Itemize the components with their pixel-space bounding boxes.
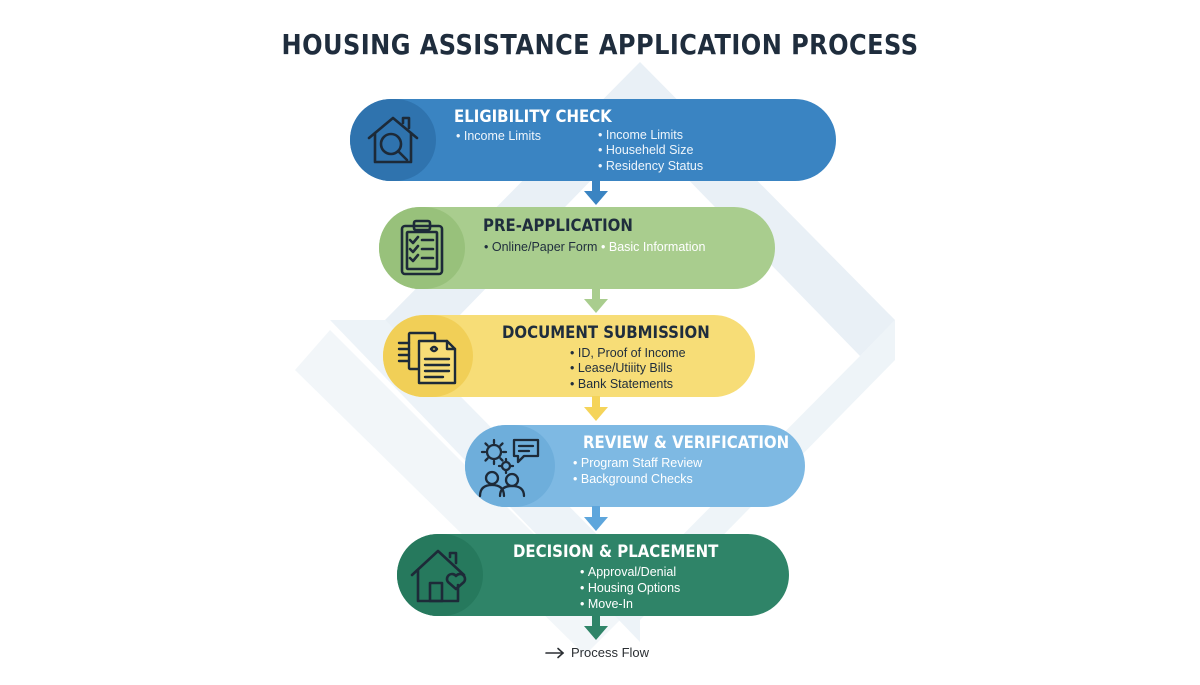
step-review-verification: REVIEW & VERIFICATION Program Staff Revi… — [465, 425, 805, 507]
page-title: HOUSING ASSISTANCE APPLICATION PROCESS — [281, 28, 919, 61]
bullet-item: Househeld Size — [598, 143, 694, 157]
bullet-item: Program Staff Review — [573, 456, 702, 470]
house-heart-icon — [410, 549, 467, 603]
step-title: PRE-APPLICATION — [483, 216, 633, 236]
step-icon-circle — [383, 315, 473, 397]
bullet-item: Bank Statements — [570, 377, 673, 391]
process-flow-legend: Process Flow — [545, 645, 649, 660]
step-pre-application: PRE-APPLICATION Online/Paper Form Basic … — [379, 207, 775, 289]
bullet-item: Housing Options — [580, 581, 680, 595]
step-icon-circle — [465, 425, 555, 507]
bullet-item: Income Limits — [456, 129, 541, 143]
step-icon-circle — [350, 99, 436, 181]
legend-label: Process Flow — [571, 645, 650, 660]
bullet-item: Move-In — [580, 597, 633, 611]
step-decision-placement: DECISION & PLACEMENT Approval/Denial Hou… — [397, 534, 789, 616]
step-title: REVIEW & VERIFICATION — [583, 433, 790, 453]
bullet-item: Background Checks — [573, 472, 693, 486]
step-title: DECISION & PLACEMENT — [513, 542, 719, 562]
bullet-item: Approval/Denial — [580, 565, 676, 579]
bullet-item: Income Limits — [598, 128, 683, 142]
step-title: DOCUMENT SUBMISSION — [502, 323, 710, 343]
gears-people-chat-icon — [478, 438, 540, 498]
arrow-right-icon — [545, 647, 565, 658]
bullet-item: Residency Status — [598, 159, 703, 173]
bullet-item: Basic Information — [601, 240, 706, 254]
flow-arrow-down-icon — [584, 180, 608, 205]
step-icon-circle — [397, 534, 483, 616]
bullet-item: Online/Paper Form — [484, 240, 598, 254]
bullet-item: ID, Proof of Income — [570, 346, 686, 360]
step-title: ELIGIBILITY CHECK — [454, 107, 612, 127]
documents-icon — [397, 331, 457, 385]
flow-arrow-down-icon — [584, 288, 608, 313]
clipboard-checklist-icon — [400, 219, 444, 276]
flow-arrow-down-icon — [584, 615, 608, 640]
flow-arrow-down-icon — [584, 506, 608, 531]
step-icon-circle — [379, 207, 465, 289]
step-document-submission: DOCUMENT SUBMISSION ID, Proof of Income … — [383, 315, 755, 397]
bullet-item: Lease/Utiiity Bills — [570, 361, 672, 375]
step-eligibility-check: ELIGIBILITY CHECK Income Limits Income L… — [350, 99, 836, 181]
flow-arrow-down-icon — [584, 396, 608, 421]
house-magnifier-icon — [367, 116, 419, 164]
